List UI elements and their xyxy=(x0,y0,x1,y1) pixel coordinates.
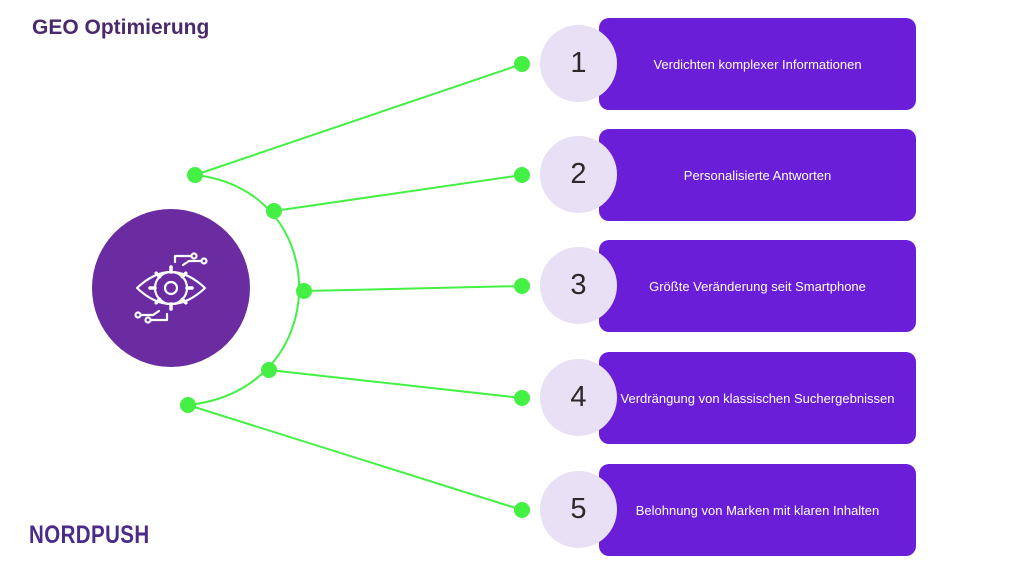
item-number-badge: 4 xyxy=(540,359,617,436)
item-number-badge: 1 xyxy=(540,25,617,102)
item-card: Personalisierte Antworten xyxy=(599,129,916,221)
item-label: Verdrängung von klassischen Suchergebnis… xyxy=(620,390,895,406)
list-item-3: Größte Veränderung seit Smartphone 3 xyxy=(540,240,916,332)
item-card: Belohnung von Marken mit klaren Inhalten xyxy=(599,464,916,556)
connector-dot xyxy=(296,283,312,299)
connector-line-5 xyxy=(187,404,523,511)
connector-dot xyxy=(261,362,277,378)
connector-line-3 xyxy=(303,285,523,292)
item-label: Größte Veränderung seit Smartphone xyxy=(649,278,866,294)
connector-dot xyxy=(187,167,203,183)
connector-line-2 xyxy=(273,174,523,212)
connector-dot xyxy=(514,278,530,294)
item-card: Größte Veränderung seit Smartphone xyxy=(599,240,916,332)
slide-title: GEO Optimierung xyxy=(32,16,210,39)
item-label: Belohnung von Marken mit klaren Inhalten xyxy=(635,502,880,518)
item-number-badge: 5 xyxy=(540,471,617,548)
list-item-4: Verdrängung von klassischen Suchergebnis… xyxy=(540,352,916,444)
brand-logo: NORDPUSH xyxy=(29,521,150,549)
connector-dot xyxy=(514,167,530,183)
ai-eye-circuit-icon xyxy=(134,252,208,324)
connector-line-1 xyxy=(194,63,523,176)
hub-circle xyxy=(92,209,250,367)
item-label: Personalisierte Antworten xyxy=(683,167,832,183)
list-item-2: Personalisierte Antworten 2 xyxy=(540,129,916,221)
list-item-1: Verdichten komplexer Informationen 1 xyxy=(540,18,916,110)
connector-line-4 xyxy=(268,369,523,399)
list-item-5: Belohnung von Marken mit klaren Inhalten… xyxy=(540,464,916,556)
item-number-badge: 2 xyxy=(540,136,617,213)
connector-dot xyxy=(514,56,530,72)
connector-dot xyxy=(180,397,196,413)
connector-dot xyxy=(514,390,530,406)
item-card: Verdichten komplexer Informationen xyxy=(599,18,916,110)
connector-dot xyxy=(514,502,530,518)
item-number-badge: 3 xyxy=(540,247,617,324)
item-card: Verdrängung von klassischen Suchergebnis… xyxy=(599,352,916,444)
item-label: Verdichten komplexer Informationen xyxy=(653,56,862,72)
connector-dot xyxy=(266,203,282,219)
